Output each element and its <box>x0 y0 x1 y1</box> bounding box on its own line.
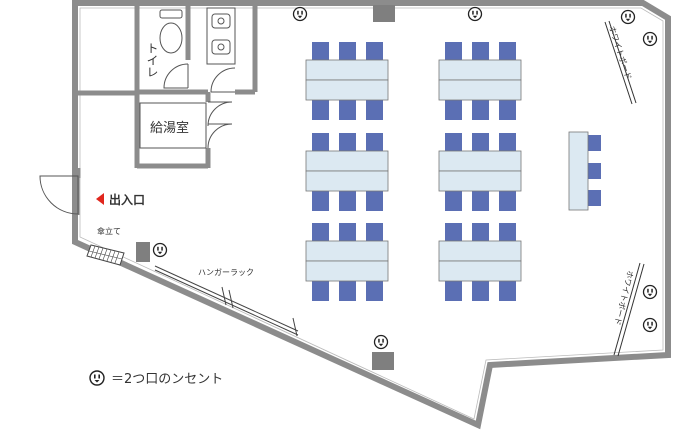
chair[interactable] <box>445 191 462 211</box>
umbrella-stand <box>86 244 125 266</box>
side-table <box>568 131 589 211</box>
chair[interactable] <box>312 191 329 211</box>
kitchenette-label: 給湯室 <box>150 120 189 136</box>
legend-text: ＝2つ口のンセント <box>111 372 223 387</box>
outlet-icon <box>620 9 636 25</box>
desk <box>305 170 389 192</box>
desk <box>438 260 522 282</box>
desk <box>438 240 522 262</box>
kitchenette-counter <box>139 102 207 149</box>
chair[interactable] <box>312 281 329 301</box>
chair[interactable] <box>586 190 601 206</box>
chair[interactable] <box>366 191 383 211</box>
desk <box>305 59 389 81</box>
pillar <box>373 5 395 22</box>
chair[interactable] <box>366 223 383 243</box>
entrance-door[interactable] <box>39 175 80 215</box>
chair[interactable] <box>339 133 356 153</box>
desk-group <box>438 42 522 120</box>
chair[interactable] <box>339 281 356 301</box>
chair[interactable] <box>445 100 462 120</box>
chair[interactable] <box>339 42 356 62</box>
desk <box>305 150 389 172</box>
desk <box>305 79 389 101</box>
desk <box>438 150 522 172</box>
desk <box>305 260 389 282</box>
chair[interactable] <box>339 223 356 243</box>
chair[interactable] <box>312 133 329 153</box>
desk <box>305 240 389 262</box>
desk-group <box>438 133 522 211</box>
chair[interactable] <box>445 223 462 243</box>
desk <box>438 170 522 192</box>
chair[interactable] <box>499 223 516 243</box>
chair[interactable] <box>366 42 383 62</box>
chair[interactable] <box>339 100 356 120</box>
chair[interactable] <box>445 42 462 62</box>
toilet-fixture <box>159 9 183 54</box>
side-table-group <box>568 131 601 211</box>
chair[interactable] <box>586 135 601 151</box>
kitchenette-door[interactable] <box>207 101 233 149</box>
pillar <box>372 352 394 370</box>
washbasin-counter <box>206 7 236 65</box>
hanger-rack <box>154 265 299 337</box>
chair[interactable] <box>366 281 383 301</box>
entrance-arrow-icon <box>96 193 104 205</box>
outlet-icon <box>152 242 168 258</box>
toilet-door[interactable] <box>163 63 189 89</box>
whiteboard-top: ホワイトボード <box>604 20 637 105</box>
chair[interactable] <box>472 42 489 62</box>
chair[interactable] <box>366 133 383 153</box>
desk-group <box>305 223 389 301</box>
outlet-icon <box>467 6 483 22</box>
whiteboard-bottom: ホワイトボード <box>613 262 645 357</box>
outlet-icon <box>642 284 658 300</box>
service-block-walls <box>75 6 258 178</box>
desk <box>438 59 522 81</box>
desk-group <box>438 223 522 301</box>
chair[interactable] <box>499 133 516 153</box>
chair[interactable] <box>472 133 489 153</box>
pillar <box>136 242 150 262</box>
chair[interactable] <box>339 191 356 211</box>
legend: ＝2つ口のンセント <box>89 370 223 387</box>
outlet-icon <box>89 370 105 386</box>
chair[interactable] <box>499 100 516 120</box>
whiteboard-label: ホワイトボード <box>607 25 633 81</box>
chair[interactable] <box>472 191 489 211</box>
desk-groups <box>305 42 522 301</box>
chair[interactable] <box>499 42 516 62</box>
chair[interactable] <box>472 281 489 301</box>
desk-group <box>305 133 389 211</box>
desk <box>438 79 522 101</box>
chair[interactable] <box>312 42 329 62</box>
outlets <box>152 6 658 350</box>
chair[interactable] <box>312 100 329 120</box>
toilet-label: トイレ <box>145 42 159 78</box>
chair[interactable] <box>472 223 489 243</box>
chair[interactable] <box>366 100 383 120</box>
chair[interactable] <box>499 281 516 301</box>
washroom-door[interactable] <box>210 67 236 93</box>
umbrella-stand-label: 傘立て <box>97 226 121 236</box>
outer-wall <box>72 0 671 430</box>
chair[interactable] <box>312 223 329 243</box>
hanger-rack-label: ハンガーラック <box>198 267 254 277</box>
outlet-icon <box>292 6 308 22</box>
chair[interactable] <box>472 100 489 120</box>
chair[interactable] <box>499 191 516 211</box>
outlet-icon <box>642 317 658 333</box>
outlet-icon <box>642 31 658 47</box>
chair[interactable] <box>445 281 462 301</box>
desk-group <box>305 42 389 120</box>
chair[interactable] <box>445 133 462 153</box>
entrance-label: 出入口 <box>109 192 145 207</box>
outer-wall-inner-line <box>79 7 664 420</box>
chair[interactable] <box>586 163 601 179</box>
whiteboard-label: ホワイトボード <box>613 270 635 327</box>
outlet-icon <box>373 334 389 350</box>
